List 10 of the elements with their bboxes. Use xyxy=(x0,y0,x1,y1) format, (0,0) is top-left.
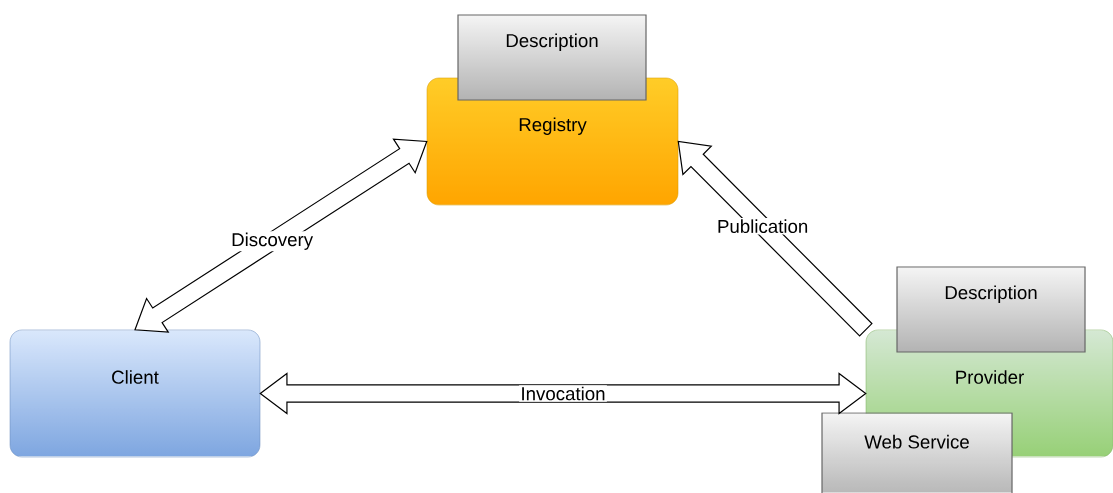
edge-label: Discovery xyxy=(229,231,315,252)
document-box: Description xyxy=(457,14,647,101)
edge-label: Invocation xyxy=(519,385,607,402)
document-box: Description xyxy=(896,266,1086,353)
document-box: Web Service xyxy=(821,412,1013,493)
edge-label: Publication xyxy=(715,218,810,235)
block-arrow xyxy=(259,372,867,415)
block-arrow xyxy=(134,138,428,333)
process-box: Client xyxy=(9,329,261,458)
block-arrow xyxy=(677,140,873,337)
